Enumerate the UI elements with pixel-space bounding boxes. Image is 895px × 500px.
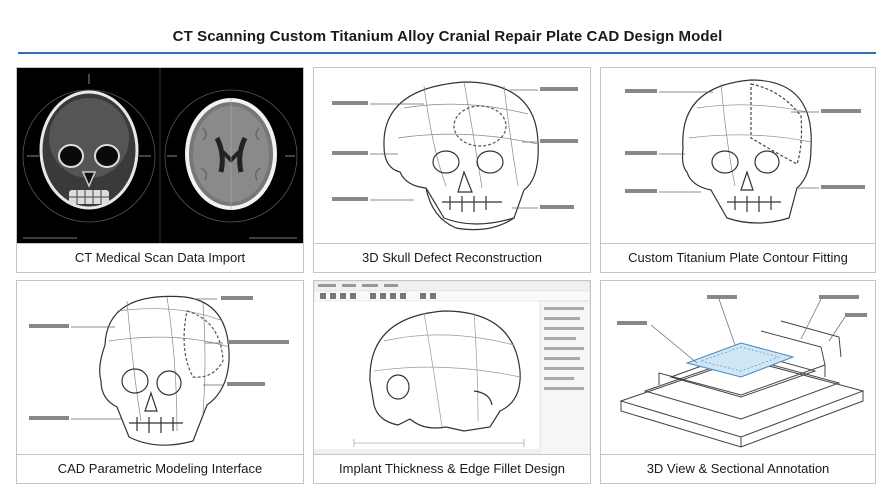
- ct-axial-slice: [164, 89, 298, 239]
- caption-implant-thickness: Implant Thickness & Edge Fillet Design: [314, 454, 590, 483]
- panel-ct-scan: CT Medical Scan Data Import: [16, 67, 304, 273]
- panel-3d-view: 3D View & Sectional Annotation: [600, 280, 876, 484]
- parametric-skull: [99, 295, 230, 446]
- title-divider: [18, 52, 876, 54]
- cad-label-leaders: [71, 298, 223, 420]
- caption-3d-view: 3D View & Sectional Annotation: [601, 454, 875, 483]
- panel-plate-fitting: Custom Titanium Plate Contour Fitting: [600, 67, 876, 273]
- cad-menu-bar: [318, 284, 398, 287]
- cad-software-window: [314, 281, 590, 455]
- panel-skull-reconstruction: 3D Skull Defect Reconstruction: [313, 67, 591, 273]
- plate-label-marks: [625, 89, 865, 193]
- caption-skull-reconstruction: 3D Skull Defect Reconstruction: [314, 243, 590, 272]
- skull-label-leaders: [370, 89, 538, 209]
- ct-scan-image: [17, 68, 303, 244]
- ct-frontal-skull: [22, 74, 156, 239]
- skull-wireframe: [383, 81, 539, 231]
- cad-label-marks: [29, 296, 289, 420]
- 3d-view-image: [601, 281, 875, 455]
- caption-plate-fitting: Custom Titanium Plate Contour Fitting: [601, 243, 875, 272]
- cad-modeling-image: [17, 281, 303, 455]
- skull-reconstruction-image: [314, 68, 590, 244]
- skull-with-plate: [681, 79, 812, 224]
- panel-cad-modeling: CAD Parametric Modeling Interface: [16, 280, 304, 484]
- plate-fitting-image: [601, 68, 875, 244]
- section-label-marks: [617, 295, 867, 325]
- cad-property-rows: [544, 307, 584, 390]
- skull-label-marks: [332, 87, 578, 209]
- plate-label-leaders: [659, 91, 819, 193]
- dimension-line: [353, 439, 525, 447]
- caption-ct-scan: CT Medical Scan Data Import: [17, 243, 303, 272]
- titanium-plate-highlight: [685, 342, 795, 378]
- page-title: CT Scanning Custom Titanium Alloy Crania…: [172, 28, 723, 45]
- section-label-leaders: [650, 298, 846, 364]
- layered-plate-assembly: [619, 320, 865, 448]
- cad-toolbar-icons: [320, 293, 436, 299]
- caption-cad-modeling: CAD Parametric Modeling Interface: [17, 454, 303, 483]
- panel-implant-thickness: Implant Thickness & Edge Fillet Design: [313, 280, 591, 484]
- side-skull-profile: [369, 310, 521, 432]
